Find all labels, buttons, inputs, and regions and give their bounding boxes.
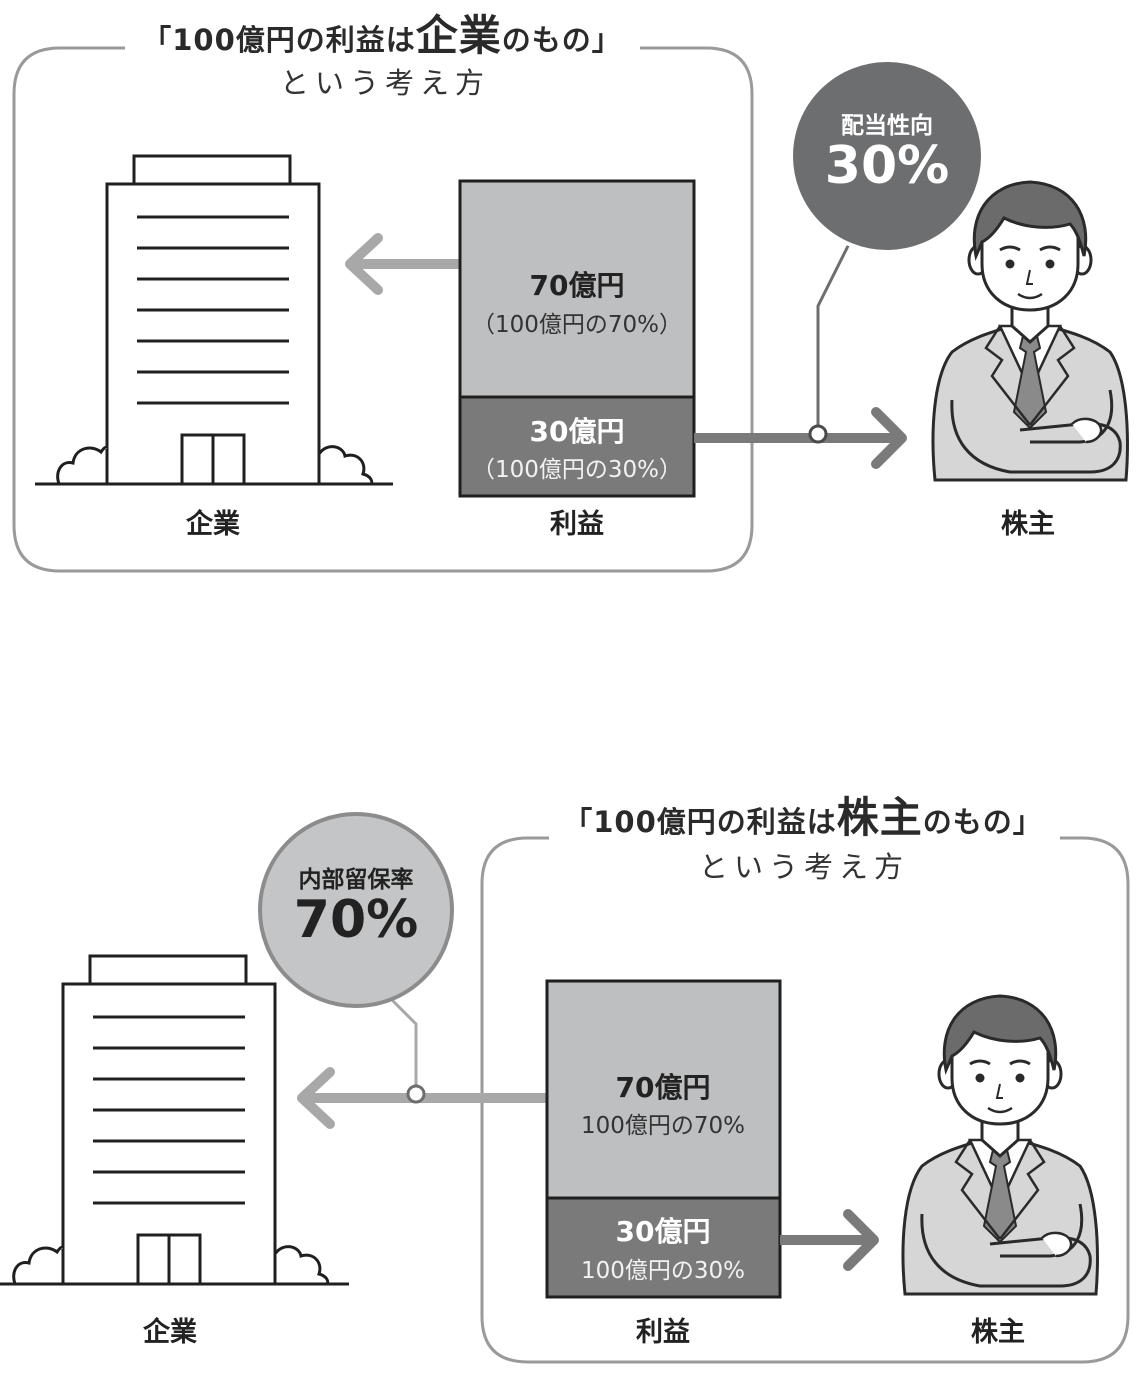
bottom-label-profit: 利益 xyxy=(636,1317,690,1348)
top-panel xyxy=(12,46,1129,573)
top-bar-upper-percent: （100億円の70%） xyxy=(471,312,683,338)
top-title-emphasis: 企業 xyxy=(415,11,502,60)
profit-bar xyxy=(545,979,782,1299)
top-bar-upper-amount: 70億円 xyxy=(529,269,625,302)
building-icon xyxy=(33,154,395,486)
top-bar-lower-amount: 30億円 xyxy=(529,415,625,448)
arrow-to-shareholder xyxy=(780,1209,879,1271)
bottom-circle-label: 内部留保率 xyxy=(298,867,414,893)
top-circle-label: 配当性向 xyxy=(841,113,933,139)
bottom-bar-lower-amount: 30億円 xyxy=(615,1215,711,1248)
bar-dividend xyxy=(545,1196,782,1299)
top-bar-lower-percent: （100億円の30%） xyxy=(471,457,683,483)
bottom-label-shareholder: 株主 xyxy=(971,1317,1025,1348)
arrow-to-company xyxy=(345,233,460,295)
top-title: 「100億円の利益は企業のもの」 xyxy=(142,2,622,63)
top-title-pre: 「100億円の利益は xyxy=(142,23,416,57)
bottom-title-emphasis: 株主 xyxy=(836,793,923,842)
retention-callout xyxy=(258,812,454,1104)
arrow-to-shareholder xyxy=(694,407,907,469)
bottom-circle-value: 70% xyxy=(293,890,419,950)
bottom-frame xyxy=(480,836,1130,1364)
bottom-subtitle: という考え方 xyxy=(698,850,910,884)
shareholder-icon xyxy=(931,180,1129,482)
top-label-company: 企業 xyxy=(186,509,240,540)
bottom-bar-upper-amount: 70億円 xyxy=(615,1071,711,1104)
payout-callout xyxy=(789,58,985,444)
top-title-post: のもの」 xyxy=(501,23,622,57)
bottom-title-pre: 「100億円の利益は xyxy=(563,805,837,839)
shareholder-icon xyxy=(901,994,1099,1296)
top-subtitle: という考え方 xyxy=(279,66,491,100)
bar-dividend xyxy=(458,395,696,498)
bottom-bar-lower-percent: 100億円の30% xyxy=(580,1258,746,1284)
bottom-bar-upper-percent: 100億円の70% xyxy=(580,1113,746,1139)
profit-bar xyxy=(458,179,696,498)
payout-ratio-circle xyxy=(789,58,985,254)
retention-ratio-circle xyxy=(258,812,454,1008)
arrow-to-company xyxy=(297,1067,547,1129)
bottom-label-company: 企業 xyxy=(143,1317,197,1348)
bar-retained xyxy=(545,979,782,1200)
building-icon xyxy=(0,954,351,1286)
top-label-profit: 利益 xyxy=(550,509,604,540)
top-label-shareholder: 株主 xyxy=(1001,509,1055,540)
bottom-title: 「100億円の利益は株主のもの」 xyxy=(563,784,1043,845)
bottom-title-post: のもの」 xyxy=(922,805,1043,839)
top-frame xyxy=(12,46,754,573)
bottom-panel xyxy=(0,812,1130,1364)
bar-retained xyxy=(458,179,696,399)
top-circle-value: 30% xyxy=(824,136,950,196)
